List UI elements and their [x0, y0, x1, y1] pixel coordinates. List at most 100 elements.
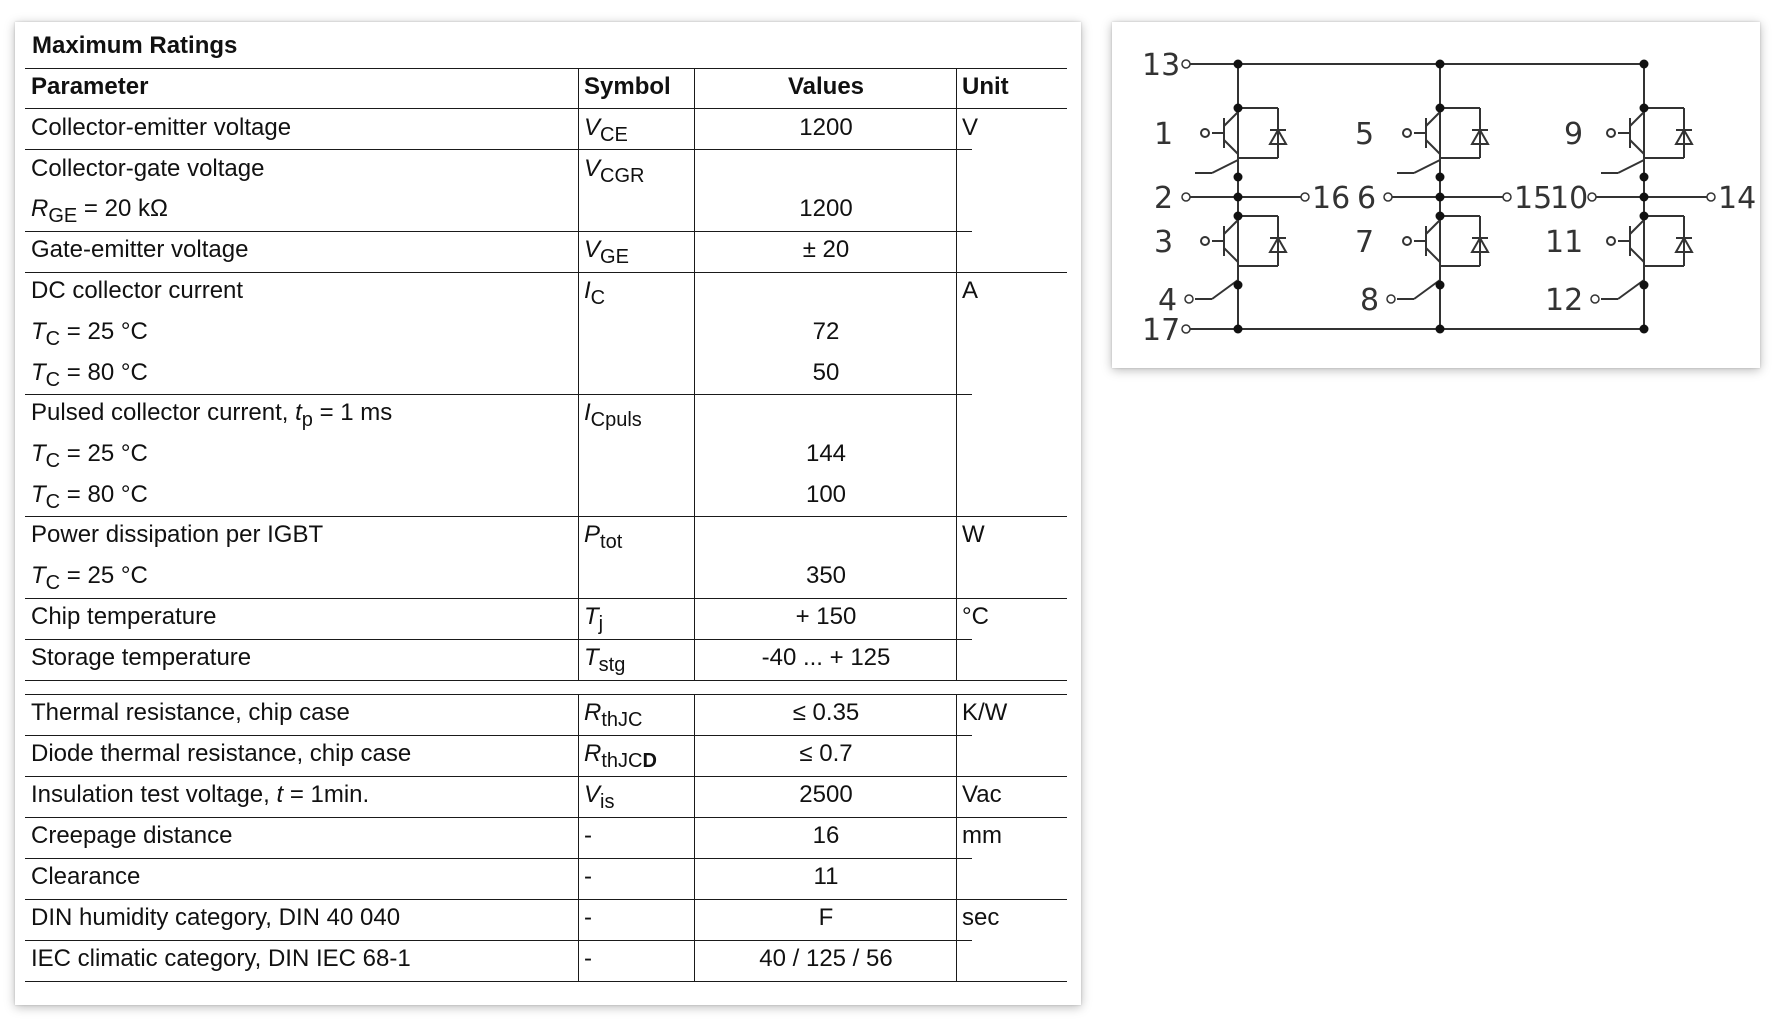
text-fragment: C	[45, 450, 61, 472]
text-fragment: R	[584, 740, 602, 767]
table-rule	[25, 394, 972, 395]
circuit-diagram-panel: 13 1 2 16 3 4 17 5 6 15 7 8 9 10 14 11 1…	[1112, 22, 1760, 368]
symbol-icpuls: ICpuls	[584, 399, 642, 431]
column-divider	[694, 68, 695, 680]
value-vge: ± 20	[802, 236, 850, 263]
symbol-vce: VCE	[584, 114, 628, 146]
column-divider	[956, 68, 957, 680]
param-dc-collector-current: DC collector current	[31, 277, 244, 304]
symbol-tj: Tj	[584, 603, 604, 635]
text-fragment: = 20 kΩ	[77, 195, 168, 222]
unit-watt: W	[962, 521, 985, 548]
text-fragment: T	[31, 440, 46, 467]
symbol-creepage: -	[584, 822, 592, 849]
symbol-vcgr: VCGR	[584, 155, 645, 187]
text-fragment: CGR	[600, 165, 645, 187]
symbol-clearance: -	[584, 863, 592, 890]
value-creepage: 16	[812, 822, 840, 849]
text-fragment: Insulation test voltage,	[31, 781, 277, 808]
terminal-6-label: 6	[1357, 181, 1376, 216]
param-tc-80: TC = 80 °C	[31, 359, 148, 391]
text-fragment: C	[590, 287, 606, 309]
value-ic-80: 50	[812, 359, 840, 386]
table-rule	[25, 940, 972, 941]
text-fragment: T	[584, 644, 599, 671]
table-rule	[25, 776, 1067, 777]
symbol-iec: -	[584, 945, 592, 972]
table-title: Maximum Ratings	[32, 32, 238, 59]
text-fragment: p	[301, 409, 313, 431]
table-rule	[25, 694, 1067, 695]
text-fragment: V	[584, 155, 601, 182]
value-vis: 2500	[799, 781, 853, 808]
terminal-2-label: 2	[1154, 181, 1173, 216]
unit-ampere: A	[962, 277, 979, 304]
text-fragment: CE	[600, 124, 628, 146]
subscript: thJCD	[601, 750, 657, 772]
symbol-ic: IC	[584, 277, 606, 309]
text-fragment: V	[584, 781, 601, 808]
terminal-17-label: 17	[1142, 313, 1180, 348]
text-fragment: C	[45, 491, 61, 513]
table-rule	[25, 598, 1067, 599]
text-fragment: I	[584, 399, 591, 426]
maximum-ratings-table: Parameter Symbol Values Unit Collector-e…	[25, 68, 1067, 1001]
param-thermal-resistance: Thermal resistance, chip case	[31, 699, 350, 726]
table-rule	[25, 981, 1067, 982]
table-rule	[25, 858, 972, 859]
text-fragment: = 25 °C	[60, 440, 148, 467]
table-rule	[25, 639, 972, 640]
symbol-rthjc: RthJC	[584, 699, 643, 731]
param-rge-condition: RGE = 20 kΩ	[31, 195, 168, 227]
header-parameter: Parameter	[31, 73, 149, 100]
column-divider	[956, 694, 957, 981]
terminal-16-label: 16	[1312, 181, 1350, 216]
terminal-13-label: 13	[1142, 48, 1180, 83]
terminal-15-label: 15	[1514, 181, 1552, 216]
text-fragment: = 25 °C	[60, 562, 148, 589]
table-rule	[25, 516, 1067, 517]
text-fragment: t	[276, 781, 284, 808]
text-fragment: Pulsed collector current,	[31, 399, 296, 426]
unit-volt: V	[962, 114, 979, 141]
param-collector-gate-voltage: Collector-gate voltage	[31, 155, 265, 182]
igbt-5-icon	[1397, 107, 1490, 174]
value-rthjc: ≤ 0.35	[792, 699, 860, 726]
text-fragment: C	[45, 328, 61, 350]
symbol-vis: Vis	[584, 781, 615, 813]
text-fragment: C	[45, 572, 61, 594]
text-fragment: T	[584, 603, 599, 630]
table-rule	[25, 899, 1067, 900]
igbt-3-icon	[1195, 215, 1288, 300]
text-fragment: I	[584, 277, 591, 304]
value-ic-25: 72	[812, 318, 840, 345]
text-fragment: tot	[600, 531, 623, 553]
terminal-12-label: 12	[1545, 283, 1583, 318]
table-rule	[25, 68, 1067, 69]
header-unit: Unit	[962, 73, 1009, 100]
igbt-9-icon	[1601, 107, 1694, 174]
text-fragment: is	[600, 791, 615, 813]
terminal-7-label: 7	[1355, 225, 1374, 260]
text-fragment: j	[598, 613, 604, 635]
param-tc-25: TC = 25 °C	[31, 440, 148, 472]
text-fragment: T	[31, 318, 46, 345]
text-fragment: thJC	[601, 709, 643, 731]
param-insulation-test-voltage: Insulation test voltage, t = 1min.	[31, 781, 369, 809]
terminal-5-label: 5	[1355, 117, 1374, 152]
param-tc-25: TC = 25 °C	[31, 562, 148, 594]
symbol-rthjcd: RthJCD	[584, 740, 657, 772]
igbt-7-icon	[1397, 215, 1490, 300]
table-rule	[25, 680, 1067, 681]
table-rule	[25, 817, 1067, 818]
param-collector-emitter-voltage: Collector-emitter voltage	[31, 114, 292, 141]
text-fragment: V	[584, 114, 601, 141]
value-tj: + 150	[795, 603, 857, 630]
table-rule	[25, 272, 1067, 273]
param-pulsed-collector-current: Pulsed collector current, tp = 1 ms	[31, 399, 392, 431]
text-fragment: stg	[598, 654, 626, 676]
text-fragment: = 1min.	[283, 781, 370, 808]
header-symbol: Symbol	[584, 73, 671, 100]
param-creepage-distance: Creepage distance	[31, 822, 233, 849]
symbol-din: -	[584, 904, 592, 931]
